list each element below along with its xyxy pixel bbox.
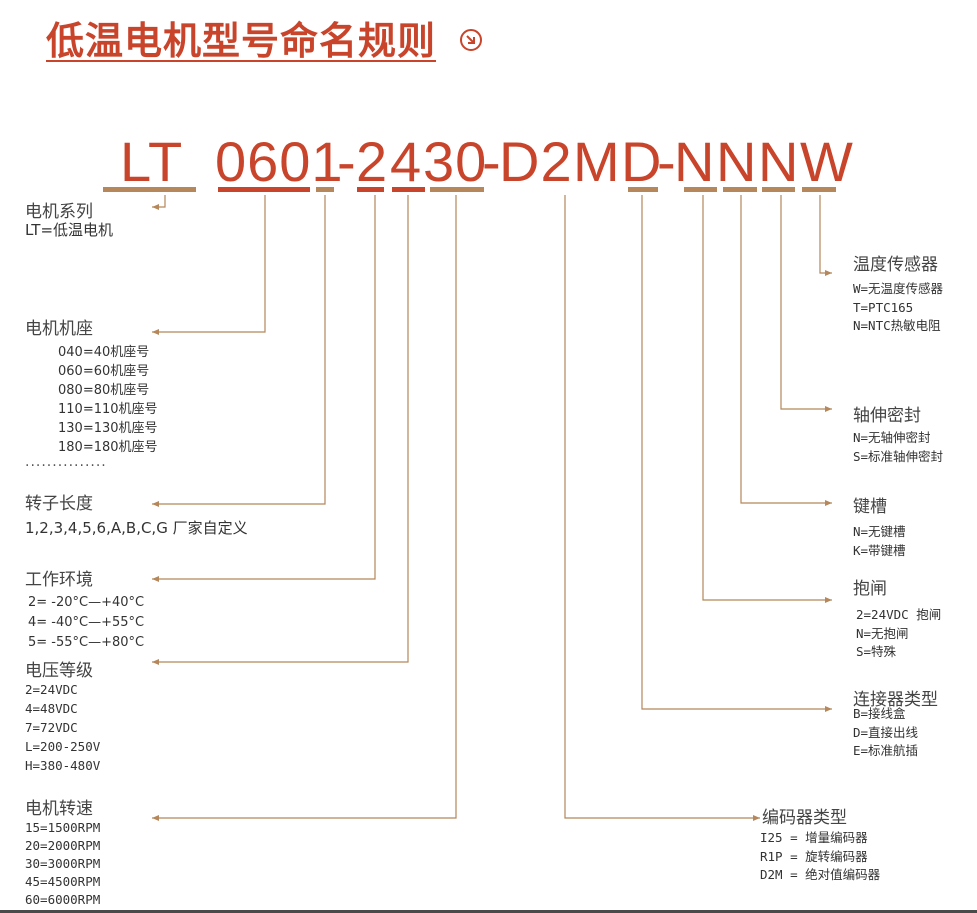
seal-list: N=无轴伸密封 S=标准轴伸密封 (853, 429, 943, 466)
list-item: S=标准轴伸密封 (853, 448, 944, 464)
list-item: N=无键槽 (853, 524, 906, 539)
list-item: H=380-480V (25, 758, 101, 773)
underline-length (357, 187, 384, 192)
temp-heading: 温度传感器 (853, 255, 938, 275)
code-c3: N (758, 130, 800, 193)
key-list: N=无键槽 K=带键槽 (853, 523, 906, 560)
list-item: K=带键槽 (853, 542, 906, 558)
list-item: S=特殊 (856, 644, 897, 659)
code-frame: 0601 (215, 130, 344, 193)
code-length: 2 (356, 130, 389, 193)
list-item: 2=24VDC 抱闸 (856, 607, 942, 622)
underline-frame (218, 187, 310, 192)
list-item: D2M = 绝对值编码器 (760, 867, 881, 882)
list-item: N=无轴伸密封 (853, 430, 931, 445)
list-item: 180=180机座号 (58, 440, 158, 455)
env-list: 2= -20°C—+40°C 4= -40°C—+55°C 5= -55°C—+… (28, 593, 144, 653)
code-encoder: D2 (499, 130, 573, 193)
length-line: 1,2,3,4,5,6,A,B,C,G 厂家自定义 (25, 519, 248, 537)
list-item: 20=2000RPM (25, 838, 101, 853)
env-heading: 工作环境 (25, 570, 93, 590)
series-heading: 电机系列 (25, 202, 93, 222)
underline-lt (103, 187, 196, 192)
key-heading: 键槽 (853, 497, 887, 517)
underline-speed (430, 187, 484, 192)
list-item: 4= -40°C—+55°C (28, 615, 145, 630)
list-item: 040=40机座号 (58, 345, 150, 360)
code-c4: W (800, 130, 854, 193)
underline-connector (628, 187, 658, 192)
code-lt: LT (120, 130, 184, 193)
code-connector: M (573, 130, 621, 193)
list-item: B=接线盒 (853, 706, 906, 721)
underline-env (392, 187, 425, 192)
list-item: W=无温度传感器 (853, 281, 944, 296)
list-item: 60=6000RPM (25, 892, 101, 907)
voltage-heading: 电压等级 (25, 661, 93, 681)
encoder-list: I25 = 增量编码器 R1P = 旋转编码器 D2M = 绝对值编码器 (760, 829, 880, 885)
encoder-heading: 编码器类型 (762, 808, 847, 828)
voltage-list: 2=24VDC 4=48VDC 7=72VDC L=200-250V H=380… (25, 680, 100, 775)
code-env: 4 (390, 130, 423, 193)
speed-heading: 电机转速 (25, 799, 93, 819)
underline-seal (762, 187, 795, 192)
code-c2: N (716, 130, 758, 193)
list-item: 110=110机座号 (58, 402, 158, 417)
list-item: E=标准航插 (853, 743, 919, 758)
underline-brake (684, 187, 717, 192)
list-item: T=PTC165 (853, 299, 914, 315)
list-item: 060=60机座号 (58, 364, 150, 379)
list-item: I25 = 增量编码器 (760, 830, 868, 845)
temp-list: W=无温度传感器 T=PTC165 N=NTC热敏电阻 (853, 280, 943, 336)
connector-list: B=接线盒 D=直接出线 E=标准航插 (853, 705, 918, 761)
ellipsis-dots: ··············· (25, 458, 107, 474)
underline-temp (802, 187, 836, 192)
list-item: R1P = 旋转编码器 (760, 848, 868, 864)
list-item: L=200-250V (25, 739, 101, 754)
list-item: 15=1500RPM (25, 820, 101, 835)
code-speed: 30 (423, 130, 488, 193)
list-item: 2=24VDC (25, 682, 78, 697)
list-item: 45=4500RPM (25, 874, 101, 889)
page-title: 低温电机型号命名规则 (46, 19, 437, 63)
code-dash2: - (482, 130, 502, 193)
brake-list: 2=24VDC 抱闸 N=无抱闸 S=特殊 (856, 606, 941, 662)
list-item: 130=130机座号 (58, 421, 158, 436)
arrow-down-right-circle-icon[interactable] (459, 28, 483, 52)
code-c1: N (674, 130, 716, 193)
list-item: N=无抱闸 (856, 625, 909, 641)
underline-x (316, 187, 334, 192)
list-item: D=直接出线 (853, 724, 919, 740)
list-item: 7=72VDC (25, 720, 78, 735)
code-dash1: - (337, 130, 357, 193)
code-brake: D (621, 130, 663, 193)
bottom-divider (0, 910, 977, 913)
connector-heading: 连接器类型 (853, 690, 938, 710)
list-item: 5= -55°C—+80°C (28, 635, 145, 650)
length-heading: 转子长度 (25, 494, 93, 514)
list-item: 2= -20°C—+40°C (28, 595, 145, 610)
list-item: 080=80机座号 (58, 383, 150, 398)
seal-heading: 轴伸密封 (853, 406, 921, 426)
series-line: LT=低温电机 (25, 221, 114, 239)
code-dash3: - (657, 130, 677, 193)
frame-list: 040=40机座号 060=60机座号 080=80机座号 110=110机座号… (58, 343, 158, 457)
list-item: N=NTC热敏电阻 (853, 318, 941, 333)
list-item: 4=48VDC (25, 701, 78, 716)
frame-heading: 电机机座 (25, 319, 93, 339)
underline-key (723, 187, 757, 192)
speed-list: 15=1500RPM 20=2000RPM 30=3000RPM 45=4500… (25, 819, 100, 909)
list-item: 30=3000RPM (25, 856, 101, 871)
brake-heading: 抱闸 (853, 579, 887, 599)
